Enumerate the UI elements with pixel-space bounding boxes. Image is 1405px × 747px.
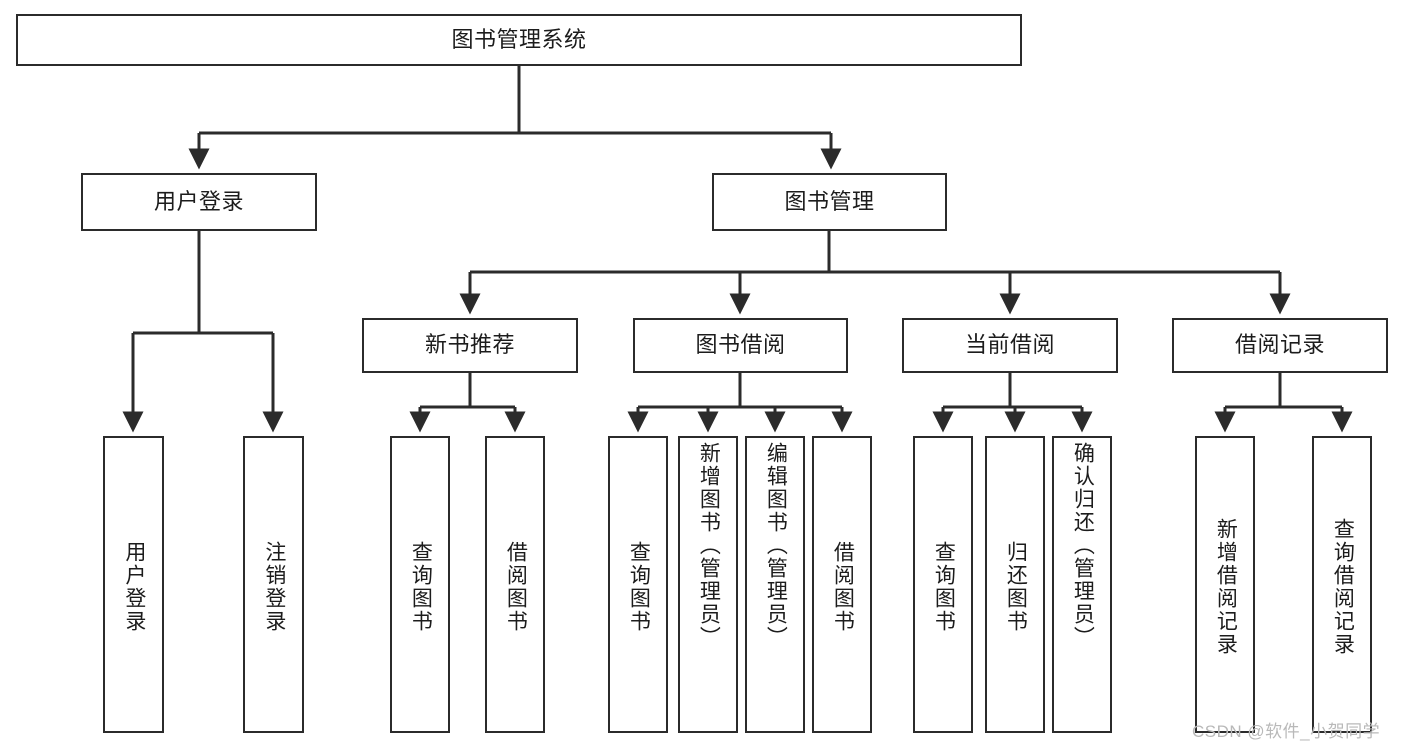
leaf-query-book-current[interactable]: 查询图书	[913, 436, 973, 733]
leaf-add-book-admin[interactable]: 新增图书（管理员）	[678, 436, 738, 733]
leaf-logout-login[interactable]: 注销登录	[243, 436, 304, 733]
leaf-add-borrow-record[interactable]: 新增借阅记录	[1195, 436, 1255, 733]
node-borrow-records[interactable]: 借阅记录	[1172, 318, 1388, 373]
node-book-borrow-label: 图书借阅	[695, 332, 786, 358]
leaf-return-book-label: 归还图书	[1004, 540, 1028, 633]
leaf-borrow-book-borrow[interactable]: 借阅图书	[812, 436, 872, 733]
leaf-logout-login-label: 注销登录	[262, 540, 286, 633]
node-book-management[interactable]: 图书管理	[712, 173, 947, 231]
leaf-user-login-label: 用户登录	[122, 540, 146, 633]
csdn-watermark: CSDN @软件_小贺同学	[1192, 722, 1381, 741]
node-current-borrow-label: 当前借阅	[964, 332, 1055, 358]
leaf-query-book-current-label: 查询图书	[932, 540, 956, 633]
leaf-return-book[interactable]: 归还图书	[985, 436, 1045, 733]
node-user-login-label: 用户登录	[153, 188, 244, 214]
leaf-edit-book-admin-label: 编辑图书（管理员）	[764, 442, 788, 649]
leaf-query-borrow-record[interactable]: 查询借阅记录	[1312, 436, 1372, 733]
leaf-borrow-book-newbook[interactable]: 借阅图书	[485, 436, 545, 733]
leaf-confirm-return-admin[interactable]: 确认归还（管理员）	[1052, 436, 1112, 733]
leaf-query-book-borrow[interactable]: 查询图书	[608, 436, 668, 733]
leaf-query-book-borrow-label: 查询图书	[627, 540, 651, 633]
node-new-book-recommend[interactable]: 新书推荐	[362, 318, 578, 373]
leaf-add-borrow-record-label: 新增借阅记录	[1214, 517, 1238, 656]
node-new-book-recommend-label: 新书推荐	[424, 332, 515, 358]
leaf-borrow-book-borrow-label: 借阅图书	[831, 540, 855, 633]
node-book-borrow[interactable]: 图书借阅	[633, 318, 848, 373]
leaf-query-book-newbook[interactable]: 查询图书	[390, 436, 450, 733]
leaf-add-book-admin-label: 新增图书（管理员）	[697, 442, 721, 649]
node-book-management-label: 图书管理	[784, 188, 875, 214]
node-current-borrow[interactable]: 当前借阅	[902, 318, 1118, 373]
leaf-borrow-book-newbook-label: 借阅图书	[504, 540, 528, 633]
node-borrow-records-label: 借阅记录	[1234, 332, 1325, 358]
leaf-query-borrow-record-label: 查询借阅记录	[1331, 517, 1355, 656]
node-root[interactable]: 图书管理系统	[16, 14, 1022, 66]
node-user-login[interactable]: 用户登录	[81, 173, 317, 231]
leaf-query-book-newbook-label: 查询图书	[409, 540, 433, 633]
leaf-edit-book-admin[interactable]: 编辑图书（管理员）	[745, 436, 805, 733]
leaf-user-login[interactable]: 用户登录	[103, 436, 164, 733]
leaf-confirm-return-admin-label: 确认归还（管理员）	[1071, 442, 1095, 649]
node-root-label: 图书管理系统	[451, 26, 587, 52]
